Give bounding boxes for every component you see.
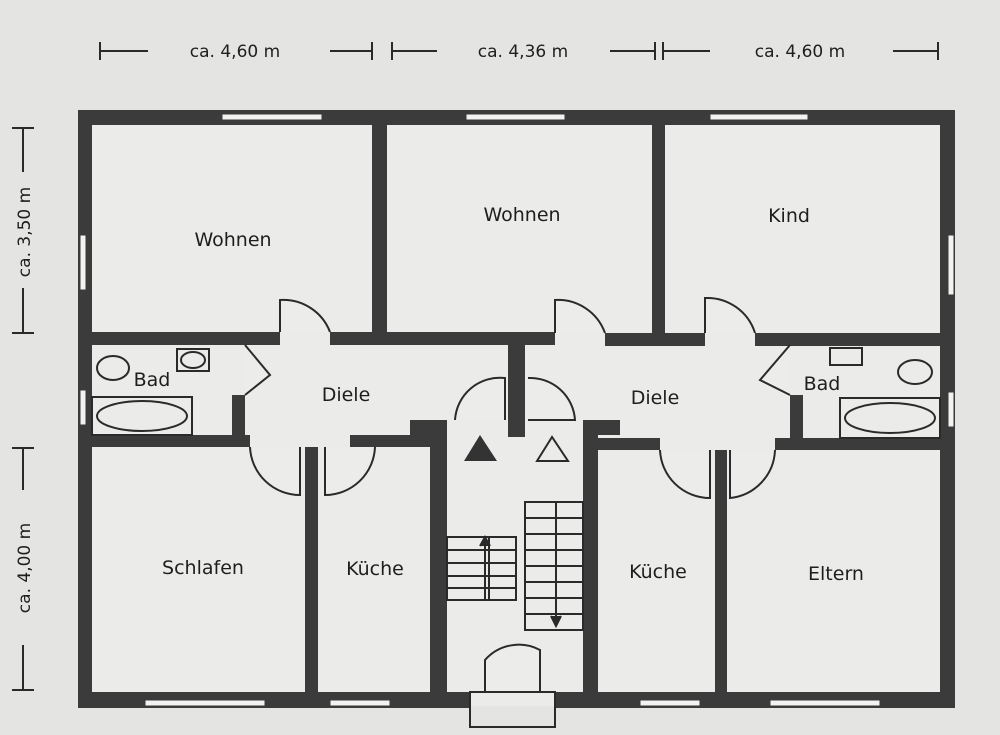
room-label-diele-right: Diele xyxy=(631,387,680,409)
room-label-schlafen: Schlafen xyxy=(162,557,244,579)
room-label-kueche-left: Küche xyxy=(346,558,404,580)
room-label-kind: Kind xyxy=(768,205,810,227)
dimension-lines-left xyxy=(12,127,34,691)
room-label-bad-right: Bad xyxy=(804,373,841,395)
dimension-top-1: ca. 4,60 m xyxy=(190,42,280,62)
room-label-wohnen-left: Wohnen xyxy=(194,229,271,251)
room-label-bad-left: Bad xyxy=(134,369,171,391)
room-label-wohnen-middle: Wohnen xyxy=(483,204,560,226)
bathroom-fixtures xyxy=(91,347,941,439)
outline-triangle-marker xyxy=(535,435,570,462)
room-label-eltern: Eltern xyxy=(808,563,864,585)
room-label-diele-left: Diele xyxy=(322,384,371,406)
dimension-lines-top xyxy=(99,42,939,60)
dimension-top-2: ca. 4,36 m xyxy=(478,42,568,62)
filled-triangle-marker xyxy=(464,435,497,461)
dimension-top-3: ca. 4,60 m xyxy=(755,42,845,62)
staircase xyxy=(446,501,584,631)
dimension-left-1: ca. 3,50 m xyxy=(15,187,35,277)
room-label-kueche-right: Küche xyxy=(629,561,687,583)
windows xyxy=(79,113,955,707)
dimension-left-2: ca. 4,00 m xyxy=(15,523,35,613)
doors xyxy=(244,296,791,728)
